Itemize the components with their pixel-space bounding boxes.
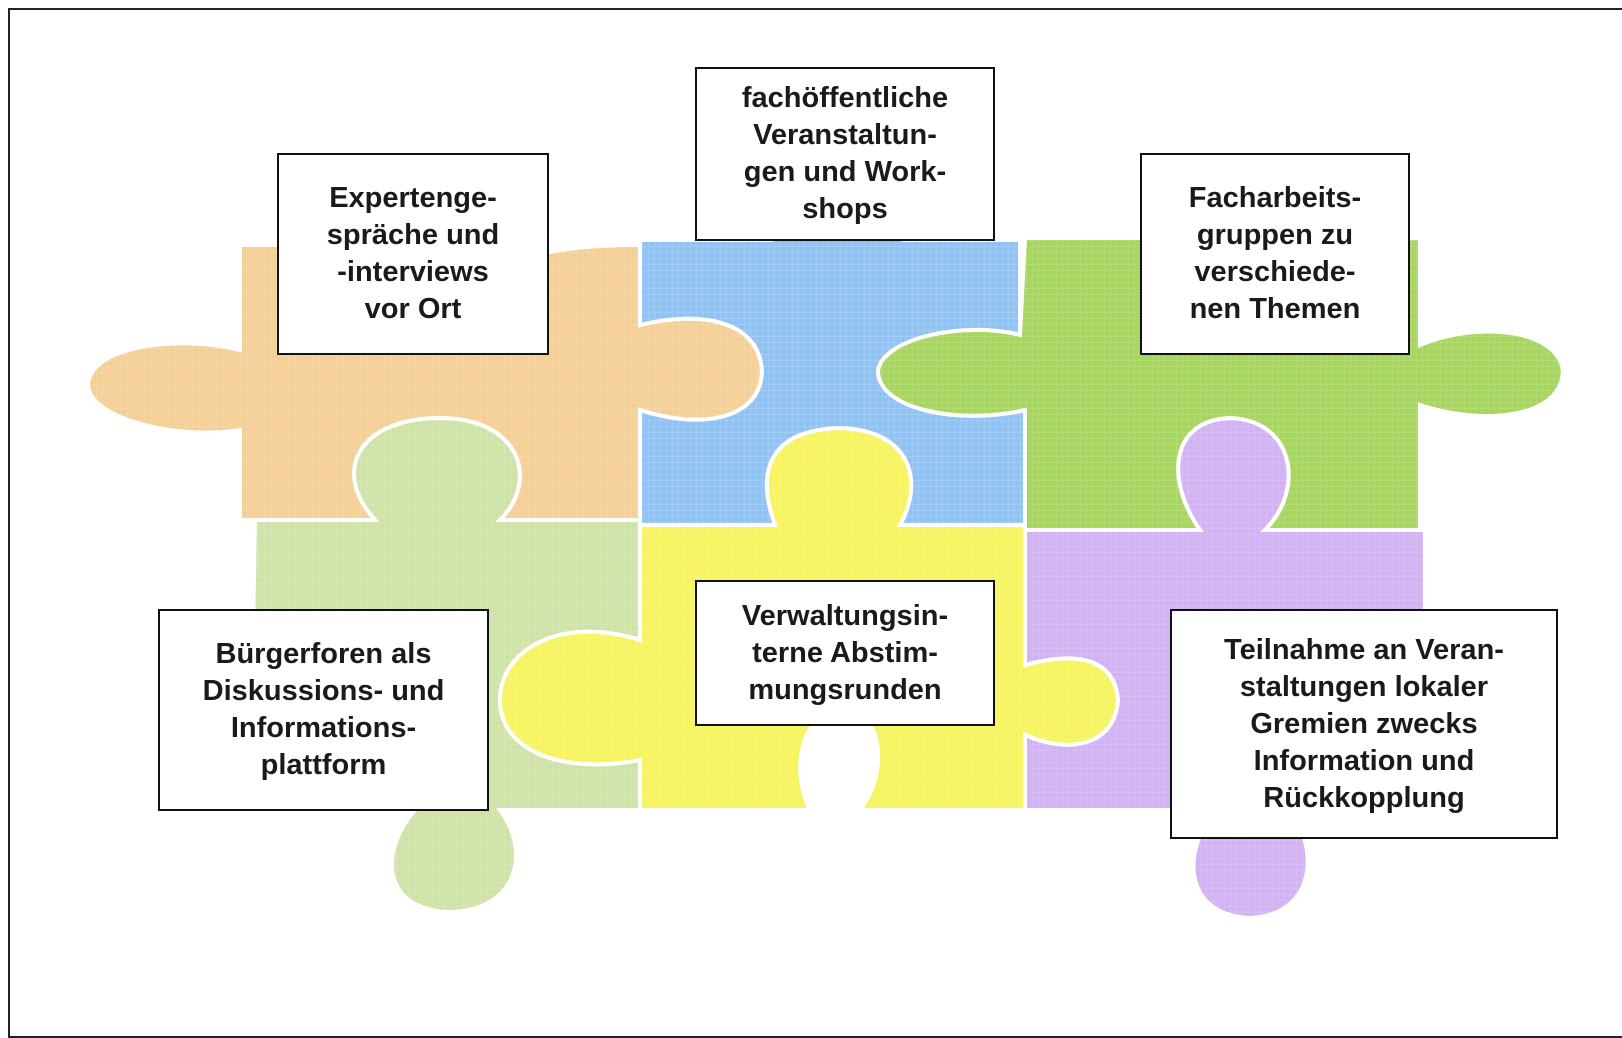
label-verwaltungsinterne-abstimmung: Verwaltungsin- terne Abstim- mungsrunden <box>695 580 995 726</box>
label-fachoeffentliche-veranstaltungen: fachöffentliche Veranstaltun- gen und Wo… <box>695 67 995 241</box>
label-buergerforen: Bürgerforen als Diskussions- und Informa… <box>158 609 489 811</box>
label-facharbeitsgruppen: Facharbeits- gruppen zu verschiede- nen … <box>1140 153 1410 355</box>
label-teilnahme-gremien: Teilnahme an Veran- staltungen lokaler G… <box>1170 609 1558 839</box>
puzzle-piece-experten <box>85 242 765 522</box>
label-expertengespraeche: Expertenge- spräche und -interviews vor … <box>277 153 549 355</box>
